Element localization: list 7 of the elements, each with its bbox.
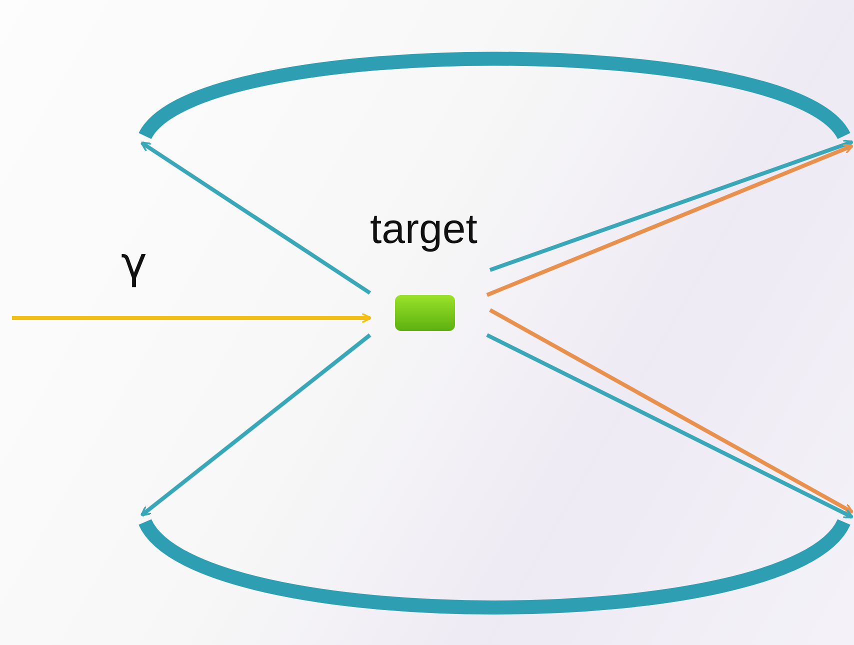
arrow [140,333,372,517]
arrow [140,141,372,295]
arrow [12,312,372,324]
arrow [486,144,854,297]
arrow [489,140,854,272]
node-label: target [370,205,478,253]
edge-label: γ [121,238,148,289]
